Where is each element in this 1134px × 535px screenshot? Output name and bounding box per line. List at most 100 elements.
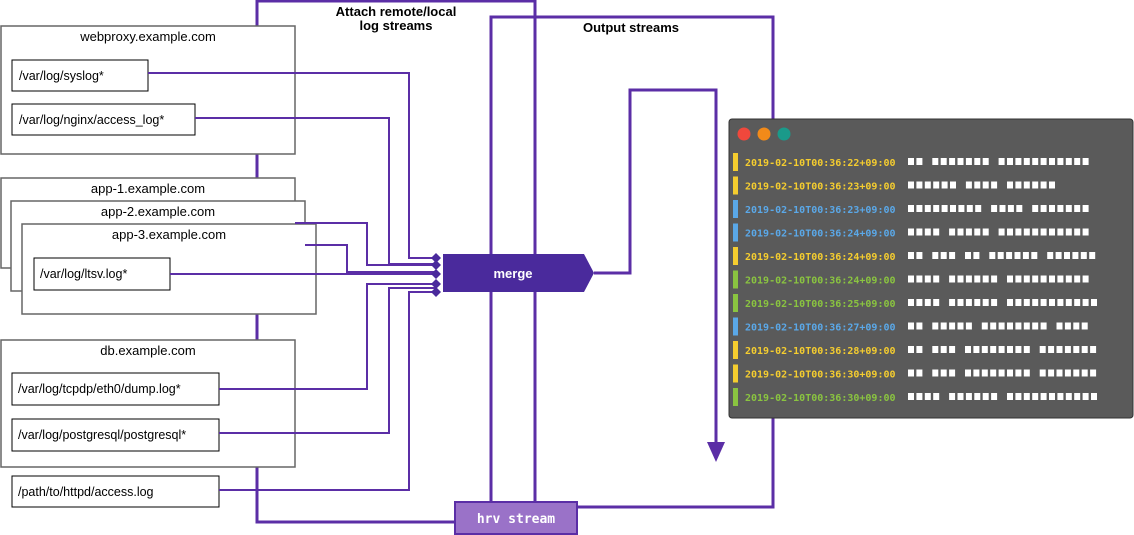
log-message-block — [1049, 181, 1055, 189]
log-level-bar — [733, 341, 738, 359]
log-message-block — [933, 275, 940, 283]
log-message-block — [1032, 228, 1039, 236]
log-message-block — [932, 369, 939, 377]
log-level-bar — [733, 247, 738, 265]
attach-panel-title-line2: log streams — [360, 18, 433, 33]
log-line: 2019-02-10T00:36:24+09:00 — [733, 270, 1089, 289]
log-message-block — [908, 158, 914, 165]
log-message-block — [975, 205, 982, 212]
log-message-block — [949, 252, 956, 259]
local-file: /path/to/httpd/access.log — [11, 475, 220, 508]
input-port — [431, 253, 441, 263]
log-message-block — [998, 158, 1005, 165]
log-line: 2019-02-10T00:36:28+09:00 — [733, 341, 1097, 359]
log-message-block — [1074, 275, 1081, 283]
log-message-block — [990, 322, 997, 330]
log-message-block — [908, 275, 914, 283]
log-message-block — [1074, 205, 1081, 212]
log-message-block — [973, 346, 980, 353]
log-message-block — [1080, 252, 1087, 259]
log-level-bar — [733, 364, 738, 383]
log-message-block — [1032, 181, 1039, 189]
log-message-block — [949, 158, 956, 165]
hrv-stream-badge: hrv stream — [454, 501, 578, 535]
log-message-block — [1057, 158, 1064, 165]
log-message-block — [997, 252, 1004, 259]
log-message-block — [1065, 275, 1072, 283]
log-message-block — [1065, 299, 1072, 306]
log-message-block — [1040, 322, 1047, 330]
log-message-block — [991, 393, 998, 400]
host-name: webproxy.example.com — [79, 29, 216, 44]
input-connectors — [148, 72, 436, 491]
log-message-block — [1074, 299, 1081, 306]
log-message-block — [981, 346, 988, 353]
log-message-block — [965, 158, 972, 165]
log-message-block — [1031, 252, 1038, 259]
log-message-block — [989, 252, 996, 259]
log-message-block — [1074, 158, 1081, 165]
log-message-block — [1065, 158, 1072, 165]
log-message-block — [916, 252, 923, 259]
log-message-block — [1073, 369, 1080, 377]
host-app-3: app-3.example.com /var/log/ltsv.log* — [21, 223, 317, 315]
log-line: 2019-02-10T00:36:30+09:00 — [733, 364, 1097, 383]
log-timestamp: 2019-02-10T00:36:27+09:00 — [745, 323, 896, 334]
log-message-block — [908, 393, 914, 400]
log-message-block — [1023, 369, 1030, 377]
log-message-block — [1040, 181, 1047, 189]
output-arrow-icon — [707, 442, 725, 462]
log-timestamp: 2019-02-10T00:36:28+09:00 — [745, 346, 896, 357]
log-message-block — [950, 181, 956, 189]
log-message-block — [957, 158, 964, 165]
log-message-block — [1007, 158, 1013, 165]
merge-label: merge — [493, 266, 532, 281]
connector-app-1 — [295, 222, 436, 266]
log-message-block — [957, 299, 964, 306]
log-message-block — [916, 299, 923, 306]
log-line: 2019-02-10T00:36:23+09:00 — [733, 176, 1055, 195]
log-message-block — [1015, 158, 1022, 165]
connector-syslog — [148, 72, 436, 259]
log-message-block — [965, 275, 972, 283]
log-message-block — [1015, 393, 1022, 400]
log-message-block — [1064, 322, 1071, 330]
log-message-block — [1032, 205, 1039, 212]
log-message-block — [933, 205, 940, 212]
log-message-block — [1039, 346, 1046, 353]
log-timestamp: 2019-02-10T00:36:24+09:00 — [745, 276, 896, 287]
log-message-block — [1007, 275, 1013, 283]
log-message-block — [982, 393, 989, 400]
close-dot-icon — [737, 127, 751, 141]
log-message-block — [1007, 322, 1013, 330]
log-level-bar — [733, 294, 738, 312]
log-message-block — [1023, 275, 1030, 283]
log-message-block — [1056, 322, 1063, 330]
log-message-block — [974, 181, 981, 189]
host-name: db.example.com — [100, 343, 195, 358]
log-message-block — [982, 158, 989, 165]
log-message-block — [950, 205, 956, 212]
log-message-block — [924, 393, 931, 400]
log-message-block — [999, 205, 1006, 212]
log-message-block — [908, 346, 914, 353]
log-message-block — [933, 393, 940, 400]
log-message-block — [1015, 275, 1022, 283]
log-message-block — [1023, 228, 1030, 236]
log-message-block — [1048, 369, 1055, 377]
log-message-block — [949, 369, 956, 377]
log-message-block — [998, 369, 1005, 377]
log-message-block — [949, 275, 956, 283]
log-timestamp: 2019-02-10T00:36:24+09:00 — [745, 229, 896, 240]
log-message-block — [1015, 369, 1022, 377]
log-message-block — [957, 228, 964, 236]
log-message-block — [998, 228, 1005, 236]
log-timestamp: 2019-02-10T00:36:22+09:00 — [745, 158, 896, 169]
log-level-bar — [733, 317, 738, 336]
log-line: 2019-02-10T00:36:22+09:00 — [733, 153, 1089, 171]
log-message-block — [916, 205, 923, 212]
host-name: app-1.example.com — [91, 181, 205, 196]
log-message-block — [949, 393, 956, 400]
terminal-window: 2019-02-10T00:36:22+09:00 2019-02-10T00:3… — [728, 118, 1134, 419]
log-message-block — [1049, 275, 1055, 283]
